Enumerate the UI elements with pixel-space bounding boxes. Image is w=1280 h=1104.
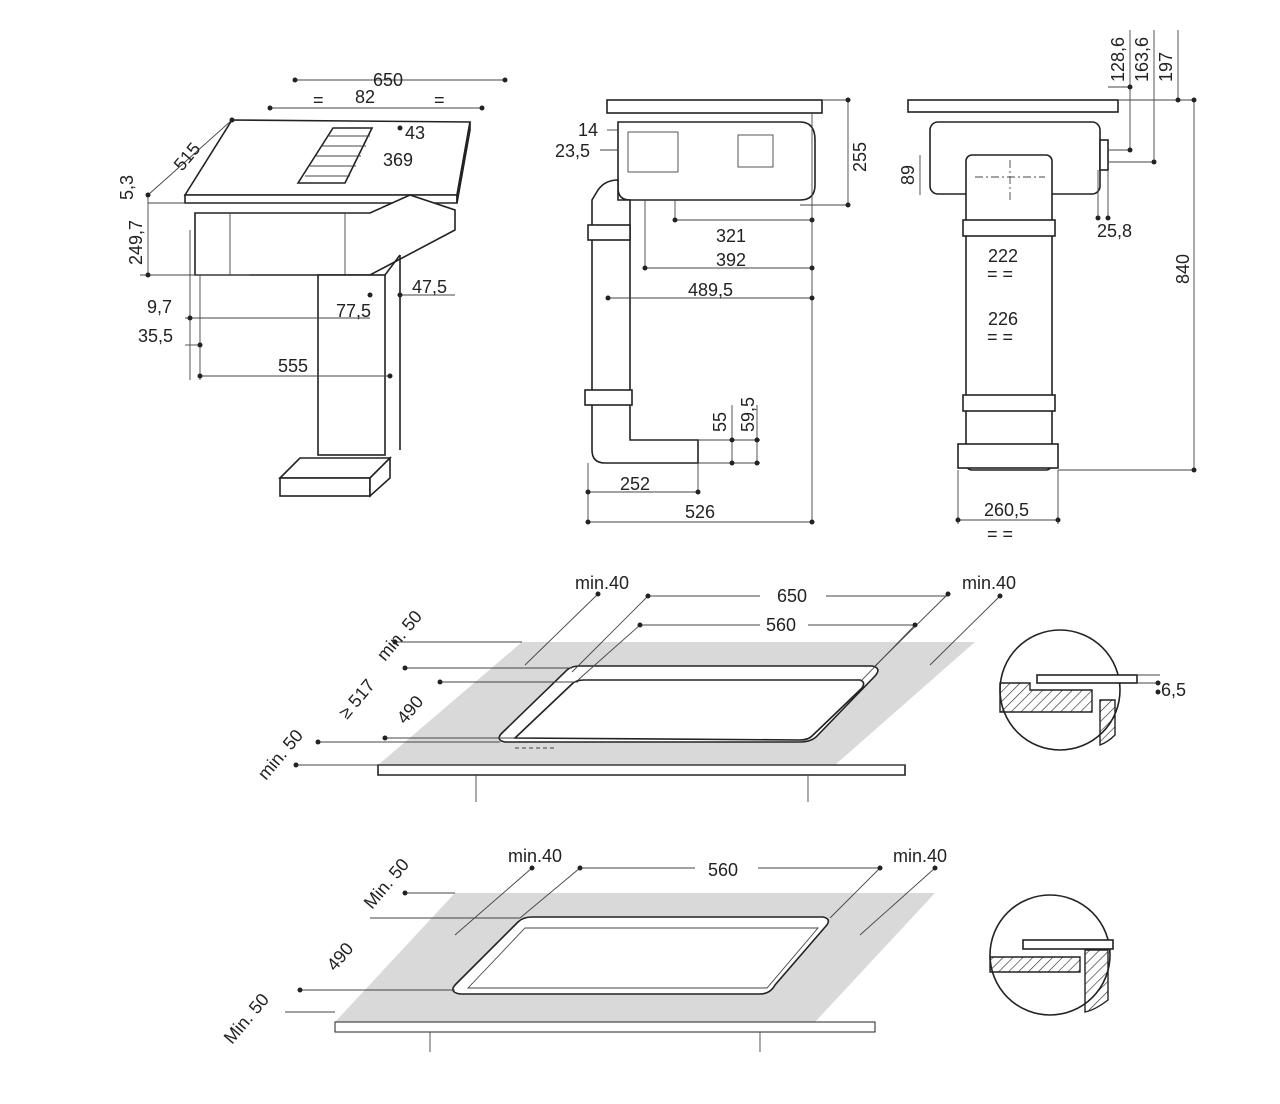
motor-unit — [194, 194, 456, 276]
dim-490: 490 — [323, 939, 358, 975]
dim-89: 89 — [898, 165, 918, 185]
dim-222: 222 — [988, 246, 1018, 266]
dim-392: 392 — [716, 250, 746, 270]
dim-252: 252 — [620, 474, 650, 494]
glass-plate — [907, 99, 1119, 113]
cutout-standard-view: min.40 650 min.40 560 min. 50 ≥ 517 490 … — [254, 573, 1186, 802]
dim-489-5: 489,5 — [688, 280, 733, 300]
extraction-grille — [296, 127, 374, 184]
duct-base — [279, 477, 371, 497]
dim-226: 226 — [988, 309, 1018, 329]
dim-equal-pair: = = — [987, 327, 1013, 347]
dim-depth: 515 — [170, 139, 205, 175]
edge-detail-standard: 6,5 — [999, 629, 1186, 751]
glass-plate — [606, 99, 823, 114]
dim-min-40-left: min.40 — [575, 573, 629, 593]
dim-grille-width: 82 — [355, 87, 375, 107]
dim-560: 560 — [766, 615, 796, 635]
dim-min-50-back: min. 50 — [373, 606, 426, 664]
dim-min-40-left: min.40 — [508, 846, 562, 866]
dim-equal: = — [313, 90, 324, 110]
dim-14: 14 — [578, 120, 598, 140]
dim-min-50-front: Min. 50 — [220, 989, 273, 1047]
dim-equal: = — [434, 90, 445, 110]
dim-555: 555 — [278, 356, 308, 376]
dim-equal-pair: = = — [987, 524, 1013, 544]
side-view: 14 23,5 255 321 392 489,5 55 59,5 252 52… — [555, 97, 870, 525]
dim-min-50-front: min. 50 — [254, 725, 307, 783]
dim-min-40-right: min.40 — [893, 846, 947, 866]
dim-840: 840 — [1173, 254, 1193, 284]
vertical-duct — [317, 274, 386, 456]
dim-526: 526 — [685, 502, 715, 522]
dim-cutout-depth: ≥ 517 — [335, 675, 379, 722]
dim-glass-thickness: 5,3 — [117, 175, 137, 200]
dim-260-5: 260,5 — [984, 500, 1029, 520]
dim-59-5: 59,5 — [738, 397, 758, 432]
dim-25-8: 25,8 — [1097, 221, 1132, 241]
dim-128-6: 128,6 — [1108, 37, 1128, 82]
motor-body — [617, 121, 816, 201]
dim-163-6: 163,6 — [1132, 37, 1152, 82]
dim-min-50-back: Min. 50 — [360, 854, 413, 912]
dim-43: 43 — [405, 123, 425, 143]
dim-650: 650 — [777, 586, 807, 606]
dim-6-5: 6,5 — [1161, 680, 1186, 700]
dim-197: 197 — [1156, 52, 1176, 82]
dim-35-5: 35,5 — [138, 326, 173, 346]
dim-490: 490 — [393, 692, 428, 728]
cutout-opening — [452, 916, 830, 995]
dim-55: 55 — [710, 412, 730, 432]
dim-47-5: 47,5 — [412, 277, 447, 297]
cutout-opening — [513, 679, 865, 741]
dim-560: 560 — [708, 860, 738, 880]
dim-249-7: 249,7 — [126, 220, 146, 265]
dim-321: 321 — [716, 226, 746, 246]
dim-77-5: 77,5 — [336, 301, 371, 321]
dim-width: 650 — [373, 70, 403, 90]
dim-9-7: 9,7 — [147, 297, 172, 317]
dim-equal-pair: = = — [987, 264, 1013, 284]
dim-min-40-right: min.40 — [962, 573, 1016, 593]
cutout-flush-view: min.40 560 min.40 Min. 50 490 Min. 50 — [220, 846, 1114, 1052]
dim-369: 369 — [383, 150, 413, 170]
front-view: 128,6 163,6 197 89 25,8 222 = = 226 = = … — [898, 30, 1197, 544]
edge-detail-flush — [989, 894, 1114, 1016]
hob-perspective-view: 650 = 82 = 515 43 369 5,3 249,7 9,7 35,5… — [117, 70, 508, 498]
dim-255: 255 — [850, 142, 870, 172]
dim-23-5: 23,5 — [555, 141, 590, 161]
